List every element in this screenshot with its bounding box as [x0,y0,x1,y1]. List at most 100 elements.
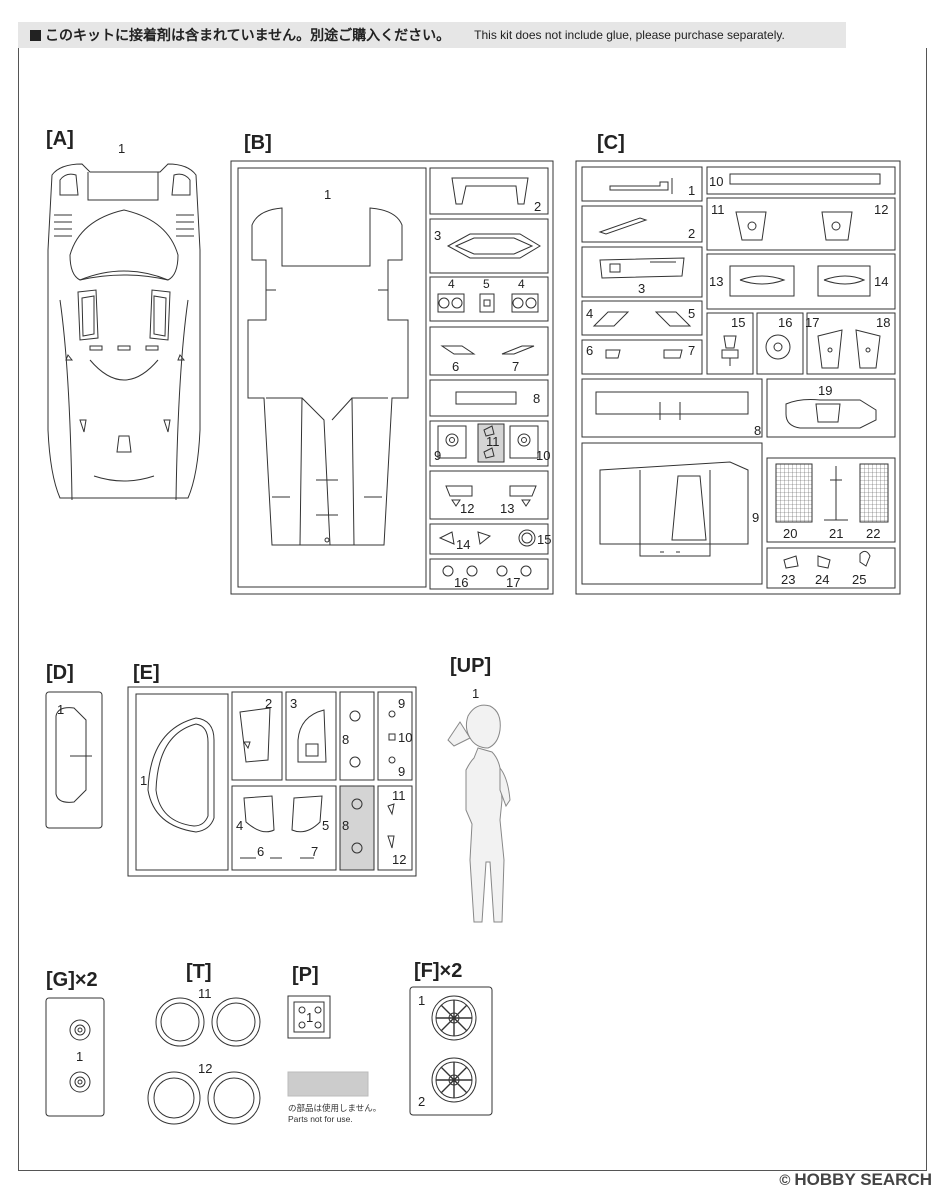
runner-e-part-12: 12 [392,852,406,867]
runner-c-part-19: 19 [818,383,832,398]
legend-japanese: の部品は使用しません。 [288,1103,381,1113]
runner-t-part-12: 12 [198,1061,212,1076]
runner-f-part-1: 1 [418,993,425,1008]
runner-p: [P] 1 [287,964,331,1039]
runner-b-part-9: 9 [434,448,441,463]
runner-b-part-16: 16 [454,575,468,590]
runner-c-part-20: 20 [783,526,797,541]
runner-b-part-3: 3 [434,228,441,243]
runner-t-label: [T] [186,961,212,983]
runner-b-part-1: 1 [324,187,331,202]
runner-c-part-23: 23 [781,572,795,587]
runner-e-part-6: 6 [257,844,264,859]
runner-c-part-4: 4 [586,306,593,321]
runner-b-part-8: 8 [533,391,540,406]
runner-f-label: [F]×2 [414,960,462,982]
runner-c-part-22: 22 [866,526,880,541]
runner-g-label: [G]×2 [46,969,98,991]
runner-b-part-15: 15 [537,532,551,547]
runner-e-part-8: 8 [342,732,349,747]
runner-b-part-7: 7 [512,359,519,374]
runner-d-part-1: 1 [57,702,64,717]
runner-c-part-17: 17 [805,315,819,330]
runner-b-part-12: 12 [460,501,474,516]
runner-g-part-1: 1 [76,1049,83,1064]
runner-c-part-15: 15 [731,315,745,330]
runner-b-label: [B] [244,132,272,154]
runner-a-part-1: 1 [118,141,125,156]
runner-e-part-5: 5 [322,818,329,833]
not-used-swatch [287,1071,369,1097]
runner-c-part-25: 25 [852,572,866,587]
runner-c-frame [575,160,901,595]
runner-e-part-10: 10 [398,730,412,745]
runner-up: [UP] 1 [447,655,511,923]
watermark-text: HOBBY SEARCH [794,1170,932,1189]
runner-c-part-6: 6 [586,343,593,358]
runner-b: [B] 1 2 3 4 5 4 [230,132,554,595]
notice-square-icon [30,29,41,41]
runner-a-label: [A] [46,128,74,150]
runner-c-part-9: 9 [752,510,759,525]
runner-c-part-16: 16 [778,315,792,330]
frame-bottom-border [18,1170,927,1171]
runner-t-part-11: 11 [198,986,212,1001]
runner-e: [E] 1 2 3 8 9 10 9 4 5 [127,662,417,877]
runner-c: [C] 1 2 3 4 5 6 7 10 11 [575,132,901,595]
body-shell-part [47,163,201,501]
runner-f: [F]×2 1 2 [409,960,493,1116]
runner-up-part-1: 1 [472,686,479,701]
runner-c-part-2: 2 [688,226,695,241]
figure-part [447,704,511,923]
runner-a: [A] 1 [46,128,201,501]
runner-c-part-18: 18 [876,315,890,330]
runner-c-part-14: 14 [874,274,888,289]
runner-b-part-17: 17 [506,575,520,590]
runner-e-part-11: 11 [392,788,406,803]
runner-e-part-7: 7 [311,844,318,859]
not-used-legend: の部品は使用しません。 Parts not for use. [287,1071,381,1124]
copyright-symbol: © [779,1171,791,1189]
glue-notice-english: This kit does not include glue, please p… [474,28,785,42]
runner-c-label: [C] [597,132,625,154]
runner-b-part-6: 6 [452,359,459,374]
runner-b-part-11: 11 [486,434,500,449]
runner-b-part-5: 5 [483,277,490,291]
runner-c-part-10: 10 [709,174,723,189]
runner-b-part-4b: 4 [518,277,525,291]
runner-c-part-7: 7 [688,343,695,358]
runner-e-part-2: 2 [265,696,272,711]
runner-f-part-2: 2 [418,1094,425,1109]
runner-b-part-10: 10 [536,448,550,463]
runner-e-part-9: 9 [398,696,405,711]
runner-e-part-8b: 8 [342,818,349,833]
glue-notice-japanese: このキットに接着剤は含まれていません。別途ご購入ください。 [45,28,451,44]
runner-c-part-12: 12 [874,202,888,217]
runner-g: [G]×2 1 [45,969,105,1117]
runner-d-label: [D] [46,662,74,684]
runner-d: [D] 1 [45,662,103,829]
runner-c-part-8: 8 [754,423,761,438]
runner-e-label: [E] [133,662,160,684]
runner-e-part-3: 3 [290,696,297,711]
legend-english: Parts not for use. [288,1114,353,1124]
runner-b-part-2: 2 [534,199,541,214]
runner-p-label: [P] [292,964,319,986]
frame-left-border [18,48,19,1170]
runner-up-label: [UP] [450,655,491,677]
runner-b-part-13: 13 [500,501,514,516]
runner-p-part-1: 1 [306,1010,313,1025]
runner-c-part-11: 11 [711,202,725,217]
runner-e-part-9b: 9 [398,764,405,779]
glue-notice-bar: このキットに接着剤は含まれていません。別途ご購入ください。 This kit d… [18,22,846,48]
runner-e-part-1: 1 [140,773,147,788]
runner-b-frame [230,160,554,595]
runner-c-part-3: 3 [638,281,645,296]
runner-e-part-4: 4 [236,818,243,833]
runner-c-part-21: 21 [829,526,843,541]
runner-t: [T] 11 12 [147,961,261,1125]
runner-c-part-13: 13 [709,274,723,289]
runner-b-part-14: 14 [456,537,470,552]
